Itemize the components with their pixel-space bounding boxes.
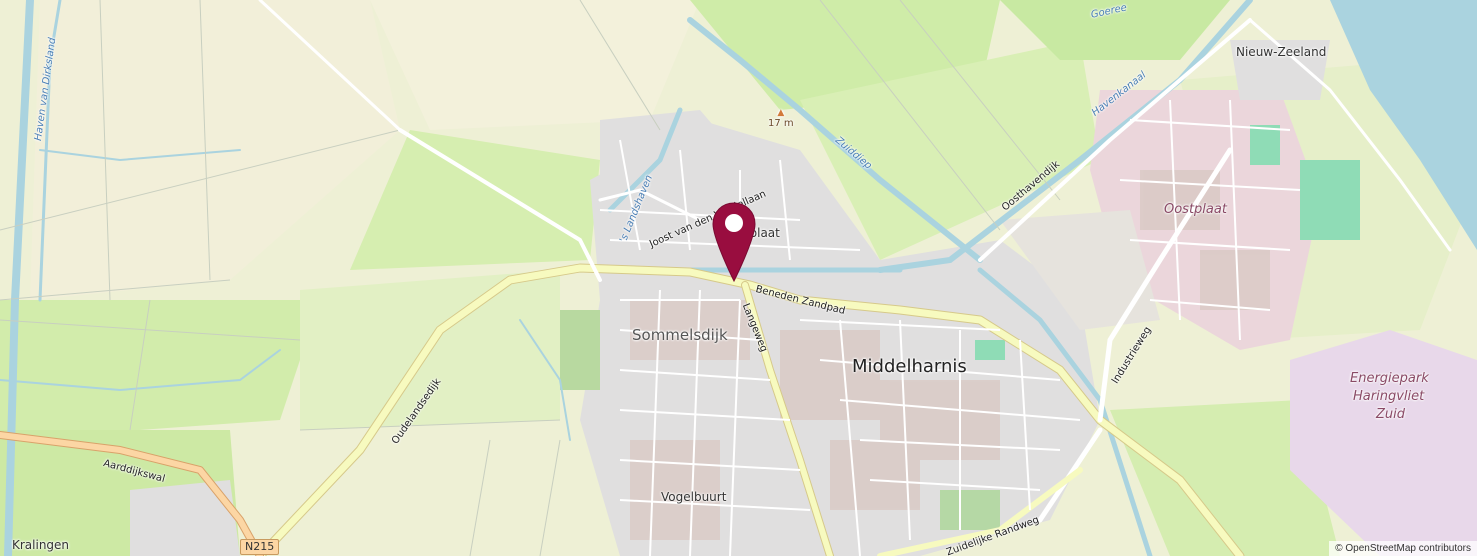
place-label-kralingen: Kralingen	[12, 538, 70, 552]
location-pin-icon[interactable]	[711, 201, 757, 283]
place-label-sommelsdijk: Sommelsdijk	[632, 326, 728, 344]
place-label-energiepark-line3: Zuid	[1376, 407, 1406, 422]
place-label-oostplaat: Oostplaat	[1164, 202, 1227, 217]
peak-label: ▲ 17 m	[768, 108, 794, 129]
place-label-energiepark-line2: Haringvliet	[1353, 389, 1425, 404]
place-label-nieuw-zeeland: Nieuw-Zeeland	[1236, 45, 1327, 59]
place-label-energiepark-line1: Energiepark	[1350, 371, 1429, 386]
place-label-vogelbuurt: Vogelbuurt	[661, 490, 727, 504]
road-shield-n215: N215	[240, 539, 280, 555]
peak-triangle-icon: ▲	[777, 108, 785, 118]
place-label-middelharnis: Middelharnis	[852, 356, 967, 377]
map-attribution[interactable]: © OpenStreetMap contributors	[1329, 541, 1477, 556]
